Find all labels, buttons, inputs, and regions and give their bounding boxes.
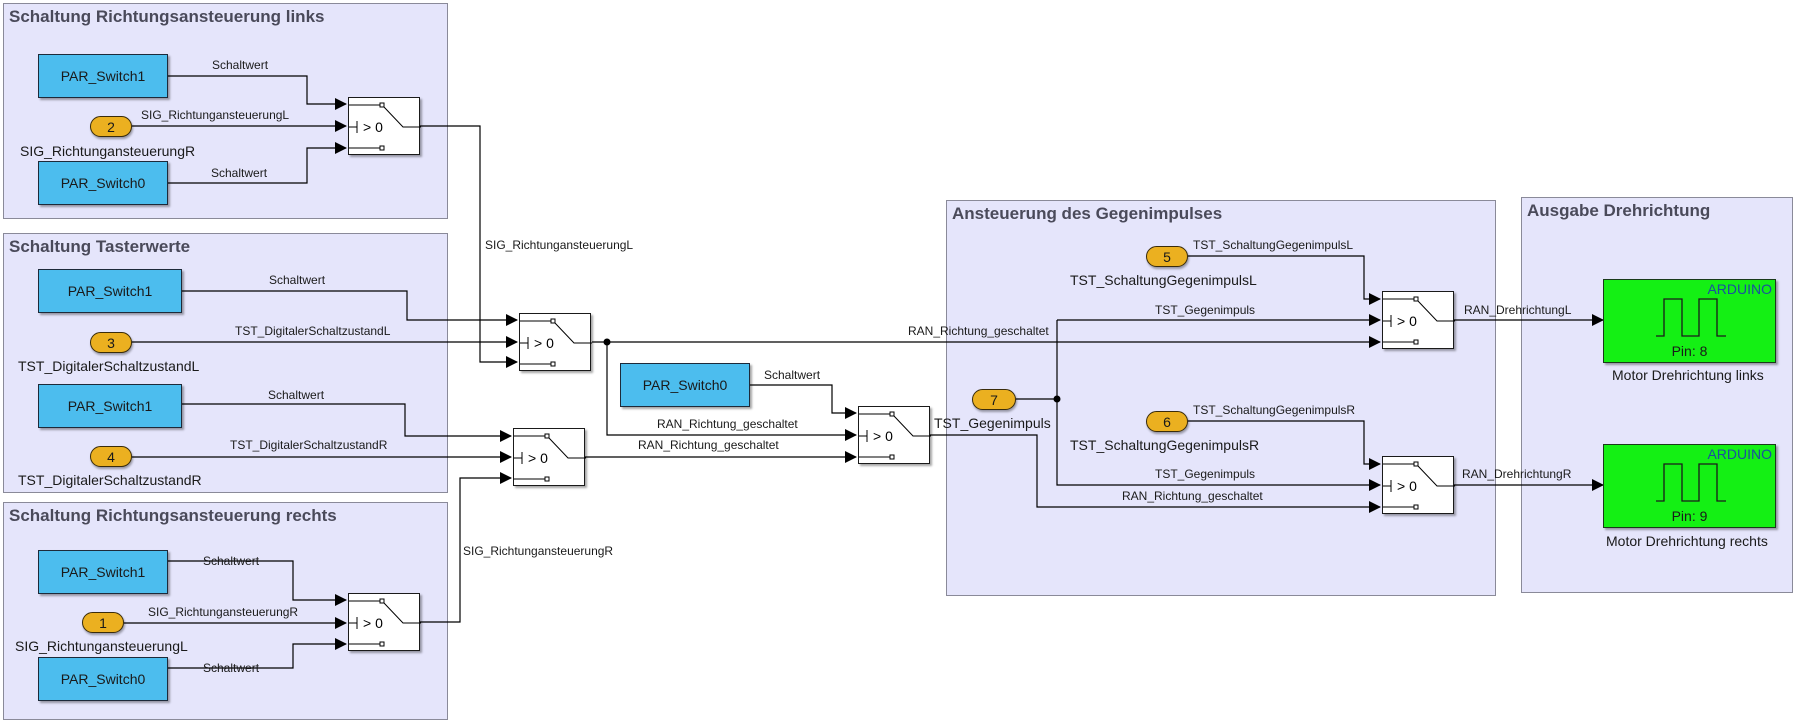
inport-2[interactable]: 2: [90, 116, 132, 137]
arduino-brand: ARDUINO: [1707, 446, 1772, 462]
signal-label: RAN_DrehrichtungR: [1462, 467, 1572, 481]
inport-label: TST_SchaltungGegenimpulsL: [1070, 272, 1257, 288]
switch-block[interactable]: > 0: [1382, 456, 1455, 514]
signal-label: SIG_RichtungansteuerungL: [141, 108, 290, 122]
switch-block[interactable]: > 0: [1382, 291, 1455, 349]
signal-label: RAN_Richtung_geschaltet: [908, 324, 1049, 338]
signal-label: RAN_Richtung_geschaltet: [638, 438, 779, 452]
wire: [750, 384, 857, 419]
output-label: Motor Drehrichtung links: [1612, 367, 1764, 383]
branch-point: [603, 338, 611, 346]
wire: [168, 75, 347, 110]
inport-1[interactable]: 1: [82, 612, 124, 633]
switch-block[interactable]: > 0: [348, 593, 421, 651]
signal-label: TST_DigitalerSchaltzustandL: [235, 324, 391, 338]
inport-4[interactable]: 4: [90, 446, 132, 467]
signal-label: Schaltwert: [268, 388, 325, 402]
inport-label: SIG_RichtungansteuerungR: [20, 143, 196, 159]
signal-label: RAN_Richtung_geschaltet: [1122, 489, 1263, 503]
signal-label: Schaltwert: [212, 58, 269, 72]
signal-label: Schaltwert: [269, 273, 326, 287]
signal-label: RAN_DrehrichtungL: [1464, 303, 1572, 317]
inport-6[interactable]: 6: [1146, 411, 1188, 432]
signal-label: Schaltwert: [203, 661, 260, 675]
switch-block[interactable]: > 0: [519, 313, 592, 371]
signal-label: Schaltwert: [211, 166, 268, 180]
switch-threshold: > 0: [1397, 478, 1417, 494]
inport-5[interactable]: 5: [1146, 246, 1188, 267]
inport-label: TST_DigitalerSchaltzustandR: [18, 472, 202, 488]
arduino-pin: Pin: 8: [1671, 343, 1708, 359]
arduino-digital-output-right[interactable]: ARDUINO Pin: 9: [1603, 444, 1776, 528]
signal-label: TST_DigitalerSchaltzustandR: [230, 438, 388, 452]
signal-label: SIG_RichtungansteuerungR: [148, 605, 299, 619]
wire: [420, 472, 512, 623]
constant-par-switch1[interactable]: PAR_Switch1: [38, 550, 168, 594]
output-label: Motor Drehrichtung rechts: [1606, 533, 1768, 549]
inport-7[interactable]: 7: [972, 389, 1016, 410]
inport-label: TST_Gegenimpuls: [934, 415, 1051, 431]
signal-label: RAN_Richtung_geschaltet: [657, 417, 798, 431]
inport-label: TST_SchaltungGegenimpulsR: [1070, 437, 1260, 453]
area-gegenimpuls: Ansteuerung des Gegenimpulses: [946, 200, 1496, 596]
area-title: Schaltung Richtungsansteuerung rechts: [9, 506, 337, 525]
wire: [182, 290, 518, 326]
constant-par-switch0[interactable]: PAR_Switch0: [38, 161, 168, 205]
constant-par-switch0[interactable]: PAR_Switch0: [38, 657, 168, 701]
wire: [929, 434, 1381, 513]
constant-par-switch0[interactable]: PAR_Switch0: [620, 363, 750, 407]
arduino-brand: ARDUINO: [1707, 281, 1772, 297]
signal-label: TST_SchaltungGegenimpulsL: [1193, 238, 1354, 252]
switch-threshold: > 0: [363, 615, 383, 631]
area-title: Schaltung Tasterwerte: [9, 237, 191, 256]
signal-label: TST_SchaltungGegenimpulsR: [1193, 403, 1356, 417]
wire: [1056, 320, 1381, 491]
constant-par-switch1[interactable]: PAR_Switch1: [38, 384, 182, 428]
switch-threshold: > 0: [363, 119, 383, 135]
pulse-icon: [1656, 463, 1726, 502]
wire: [1188, 420, 1381, 470]
signal-label: TST_Gegenimpuls: [1155, 303, 1256, 317]
arduino-pin: Pin: 9: [1671, 508, 1708, 524]
switch-block[interactable]: > 0: [348, 97, 421, 155]
pulse-icon: [1656, 298, 1726, 337]
area-title: Ansteuerung des Gegenimpulses: [952, 204, 1223, 223]
branch-point: [1053, 395, 1061, 403]
wire: [168, 638, 347, 669]
wire: [168, 142, 347, 184]
constant-par-switch1[interactable]: PAR_Switch1: [38, 54, 168, 98]
signal-label: Schaltwert: [764, 368, 821, 382]
wire: [168, 560, 347, 606]
signal-label: SIG_RichtungansteuerungR: [463, 544, 614, 558]
switch-threshold: > 0: [873, 428, 893, 444]
area-title: Ausgabe Drehrichtung: [1527, 201, 1711, 220]
wire: [420, 125, 518, 368]
inport-label: SIG_RichtungansteuerungL: [15, 638, 188, 654]
arduino-digital-output-left[interactable]: ARDUINO Pin: 8: [1603, 279, 1776, 363]
switch-threshold: > 0: [534, 335, 554, 351]
inport-label: TST_DigitalerSchaltzustandL: [18, 358, 200, 374]
switch-threshold: > 0: [1397, 313, 1417, 329]
inport-3[interactable]: 3: [90, 332, 132, 353]
wire: [1188, 255, 1381, 305]
wire: [182, 403, 512, 442]
switch-block[interactable]: > 0: [513, 428, 586, 486]
wire: [606, 342, 857, 441]
constant-par-switch1[interactable]: PAR_Switch1: [38, 269, 182, 313]
area-title: Schaltung Richtungsansteuerung links: [9, 7, 325, 26]
signal-label: Schaltwert: [203, 554, 260, 568]
switch-threshold: > 0: [528, 450, 548, 466]
switch-block[interactable]: > 0: [858, 406, 931, 464]
signal-label: TST_Gegenimpuls: [1155, 467, 1256, 481]
signal-label: SIG_RichtungansteuerungL: [485, 238, 634, 252]
